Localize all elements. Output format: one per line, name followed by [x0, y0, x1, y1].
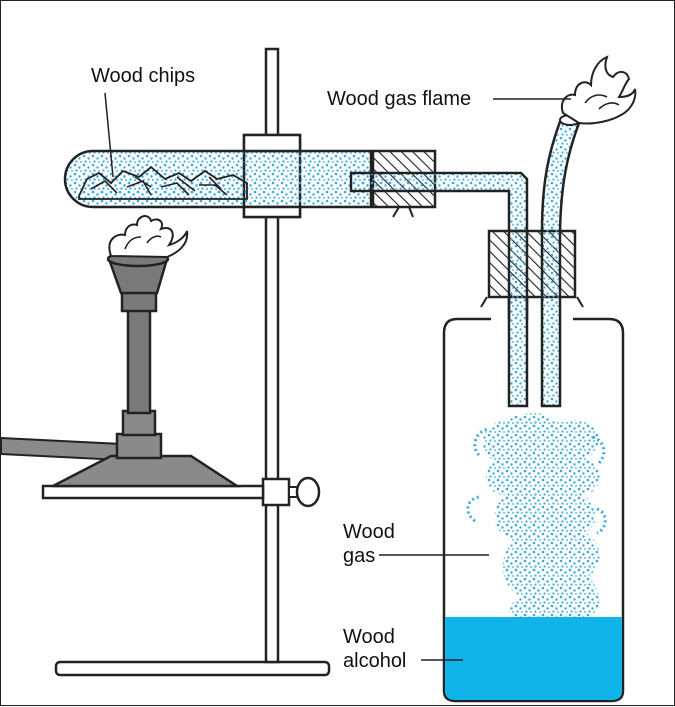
label-wood-chips: Wood chips [91, 65, 196, 87]
label-wood-alcohol-line1: Wood [343, 626, 395, 648]
burner-base [52, 454, 242, 488]
clamp-knob [295, 476, 321, 508]
wood-gas-cloud [482, 413, 600, 617]
platform-clamp [261, 477, 291, 507]
burner-platform [41, 484, 265, 500]
label-wood-gas-flame: Wood gas flame [327, 88, 472, 110]
burner-barrel [126, 299, 152, 415]
wood-alcohol-liquid [445, 617, 622, 700]
stand-base [54, 660, 331, 677]
wood-gas-flame [561, 55, 637, 125]
label-wood-gas-line1: Wood [343, 521, 395, 543]
burner-valve [121, 409, 157, 437]
label-wood-alcohol-line2: alcohol [343, 650, 407, 672]
leader-wood-chips [104, 92, 114, 178]
burner-collar [115, 432, 163, 460]
gas-hose [1, 436, 122, 462]
label-wood-gas-line2: gas [343, 545, 376, 567]
flask-stopper [487, 229, 577, 299]
wood-chips [78, 165, 248, 200]
burner-flame [108, 215, 189, 259]
